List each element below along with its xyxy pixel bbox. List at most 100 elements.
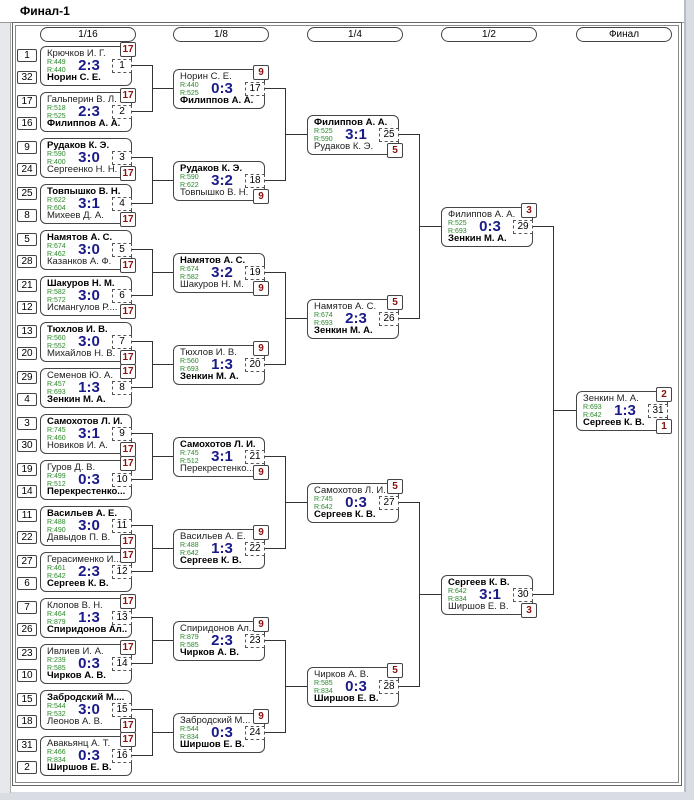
player-bottom-name: Норин С. Е. [47,72,101,83]
seed-number: 8 [17,209,37,222]
connector-line [399,134,419,135]
player-top-name: Рудаков К. Э. [47,140,110,151]
player-top-name: Ивлиев И. А. [47,646,104,657]
player-top-rating: R:590 [47,151,66,158]
seed-number: 6 [17,577,37,590]
match-score: 3:0 [78,149,100,166]
player-bottom-name: Ширшов Е. В. [448,601,509,612]
connector-line [152,180,173,181]
left-scrollbar[interactable] [0,23,11,793]
player-top-rating: R:525 [448,220,467,227]
player-top-rating: R:590 [180,174,199,181]
match-number: 6 [112,289,132,303]
seed-number: 26 [17,623,37,636]
player-top-name: Забродский М... [180,715,251,726]
match-number: 1 [112,59,132,73]
connector-line [132,203,152,204]
match-score: 0:3 [345,494,367,511]
place-badge: 17 [120,594,136,609]
place-badge: 9 [253,465,269,480]
player-bottom-rating: R:642 [47,573,66,580]
bracket-window: Финал-1 1/16 1/8 1/4 1/2 Финал Крючков И… [0,0,686,793]
player-top-name: Товпышко В. Н. [47,186,121,197]
connector-line [132,663,152,664]
match-score: 0:3 [211,724,233,741]
connector-line [152,272,173,273]
player-top-name: Гальперин В. Л. [47,94,117,105]
match-number: 7 [112,335,132,349]
player-bottom-name: Зенкин М. А. [314,325,373,336]
player-bottom-rating: R:834 [180,734,199,741]
player-bottom-name: Давыдов П. В. [47,532,111,543]
place-badge: 9 [253,65,269,80]
match-number: 4 [112,197,132,211]
round-header-final[interactable]: Финал [576,27,672,42]
match-number: 19 [245,266,265,280]
match-number: 26 [379,312,399,326]
round-header-1-2[interactable]: 1/2 [441,27,537,42]
seed-number: 24 [17,163,37,176]
connector-line [399,318,419,319]
connector-line [265,180,285,181]
connector-line [132,525,152,526]
player-bottom-rating: R:490 [47,527,66,534]
match-number: 31 [648,404,668,418]
player-bottom-name: Сергеенко Н. Н. [47,164,118,175]
seed-number: 16 [17,117,37,130]
round-header-1-16[interactable]: 1/16 [40,27,136,42]
seed-number: 25 [17,187,37,200]
player-bottom-name: Перекрестенко... [47,486,126,497]
player-top-name: Забродский М.... [47,692,125,703]
player-top-rating: R:674 [180,266,199,273]
player-bottom-name: Ширшов Е. В. [47,762,112,773]
match-number: 8 [112,381,132,395]
place-badge: 17 [120,640,136,655]
place-badge: 17 [120,258,136,273]
player-top-rating: R:560 [47,335,66,342]
round-header-1-4[interactable]: 1/4 [307,27,403,42]
connector-line [399,686,419,687]
round-header-1-8[interactable]: 1/8 [173,27,269,42]
player-top-rating: R:622 [47,197,66,204]
player-top-name: Самохотов Л. И. [47,416,123,427]
connector-line [533,594,553,595]
player-top-rating: R:879 [180,634,199,641]
player-bottom-name: Филиппов А. А. [47,118,121,129]
connector-line [265,456,285,457]
player-top-rating: R:488 [180,542,199,549]
title-bar: Финал-1 [0,0,684,23]
player-bottom-name: Зенкин М. А. [448,233,507,244]
connector-line [285,686,307,687]
